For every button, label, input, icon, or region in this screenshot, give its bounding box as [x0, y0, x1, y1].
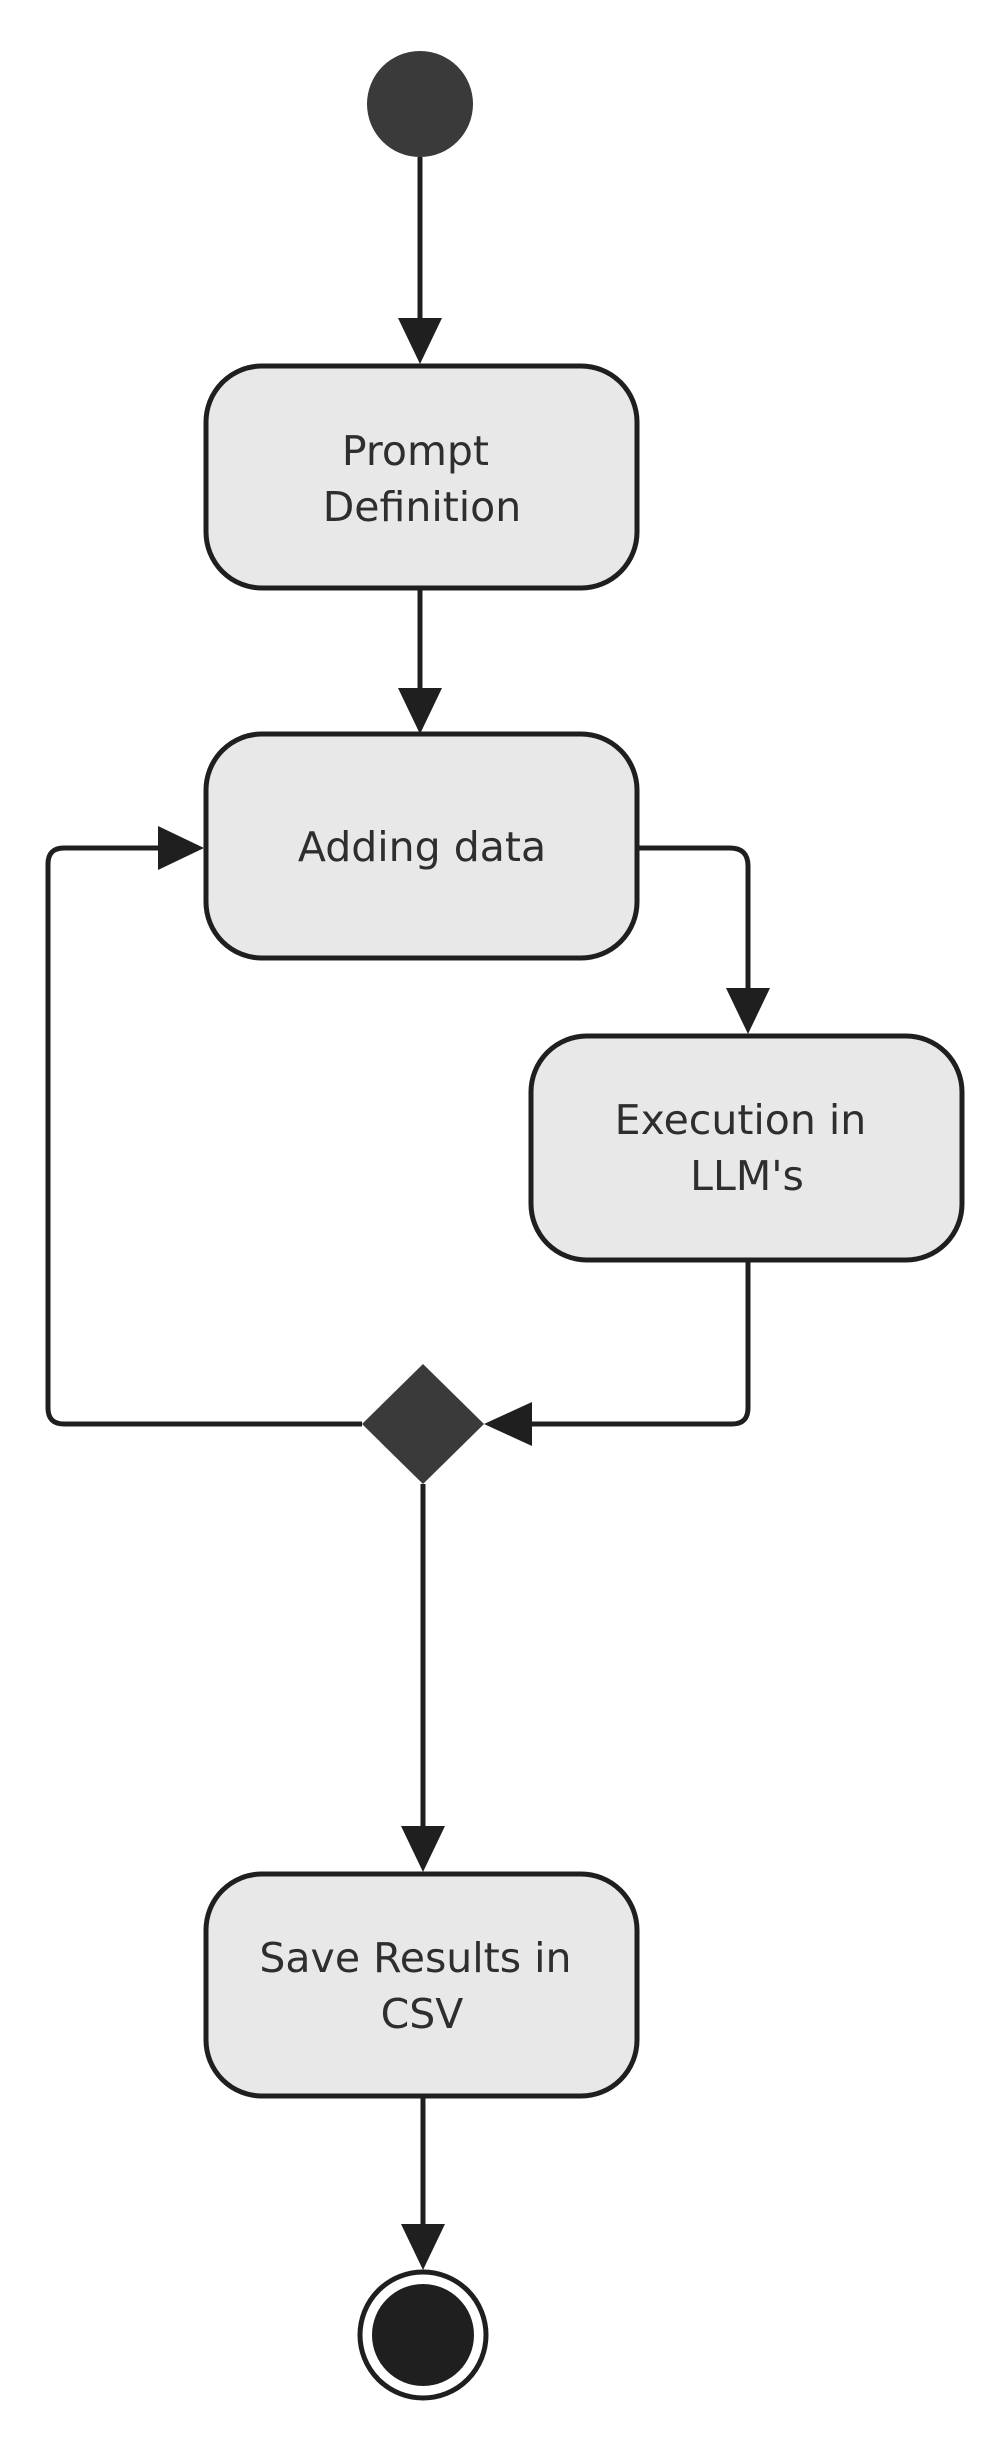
edge-prompt-to-adding-data: [398, 590, 442, 734]
node-prompt-definition: Prompt Definition: [203, 363, 640, 591]
node-execution-llms-label: Execution in LLM's: [615, 1096, 880, 1200]
edge-decision-loop-to-adding-data: [45, 826, 362, 1427]
start-node: [367, 51, 473, 157]
edge-adding-data-to-execution: [639, 845, 770, 1034]
node-adding-data-label: Adding data: [298, 823, 546, 871]
edge-start-to-prompt: [398, 157, 442, 364]
end-node: [357, 2269, 489, 2401]
edge-execution-to-decision: [484, 1262, 751, 1446]
node-execution-llms: Execution in LLM's: [528, 1033, 965, 1263]
edge-decision-to-save-results: [401, 1484, 445, 1872]
node-adding-data: Adding data: [203, 731, 640, 961]
node-save-results-csv: Save Results in CSV: [203, 1871, 640, 2099]
node-save-results-csv-label: Save Results in CSV: [259, 1934, 584, 2038]
edge-save-results-to-end: [401, 2098, 445, 2270]
decision-diamond: [362, 1364, 484, 1484]
node-prompt-definition-label: Prompt Definition: [323, 427, 522, 531]
